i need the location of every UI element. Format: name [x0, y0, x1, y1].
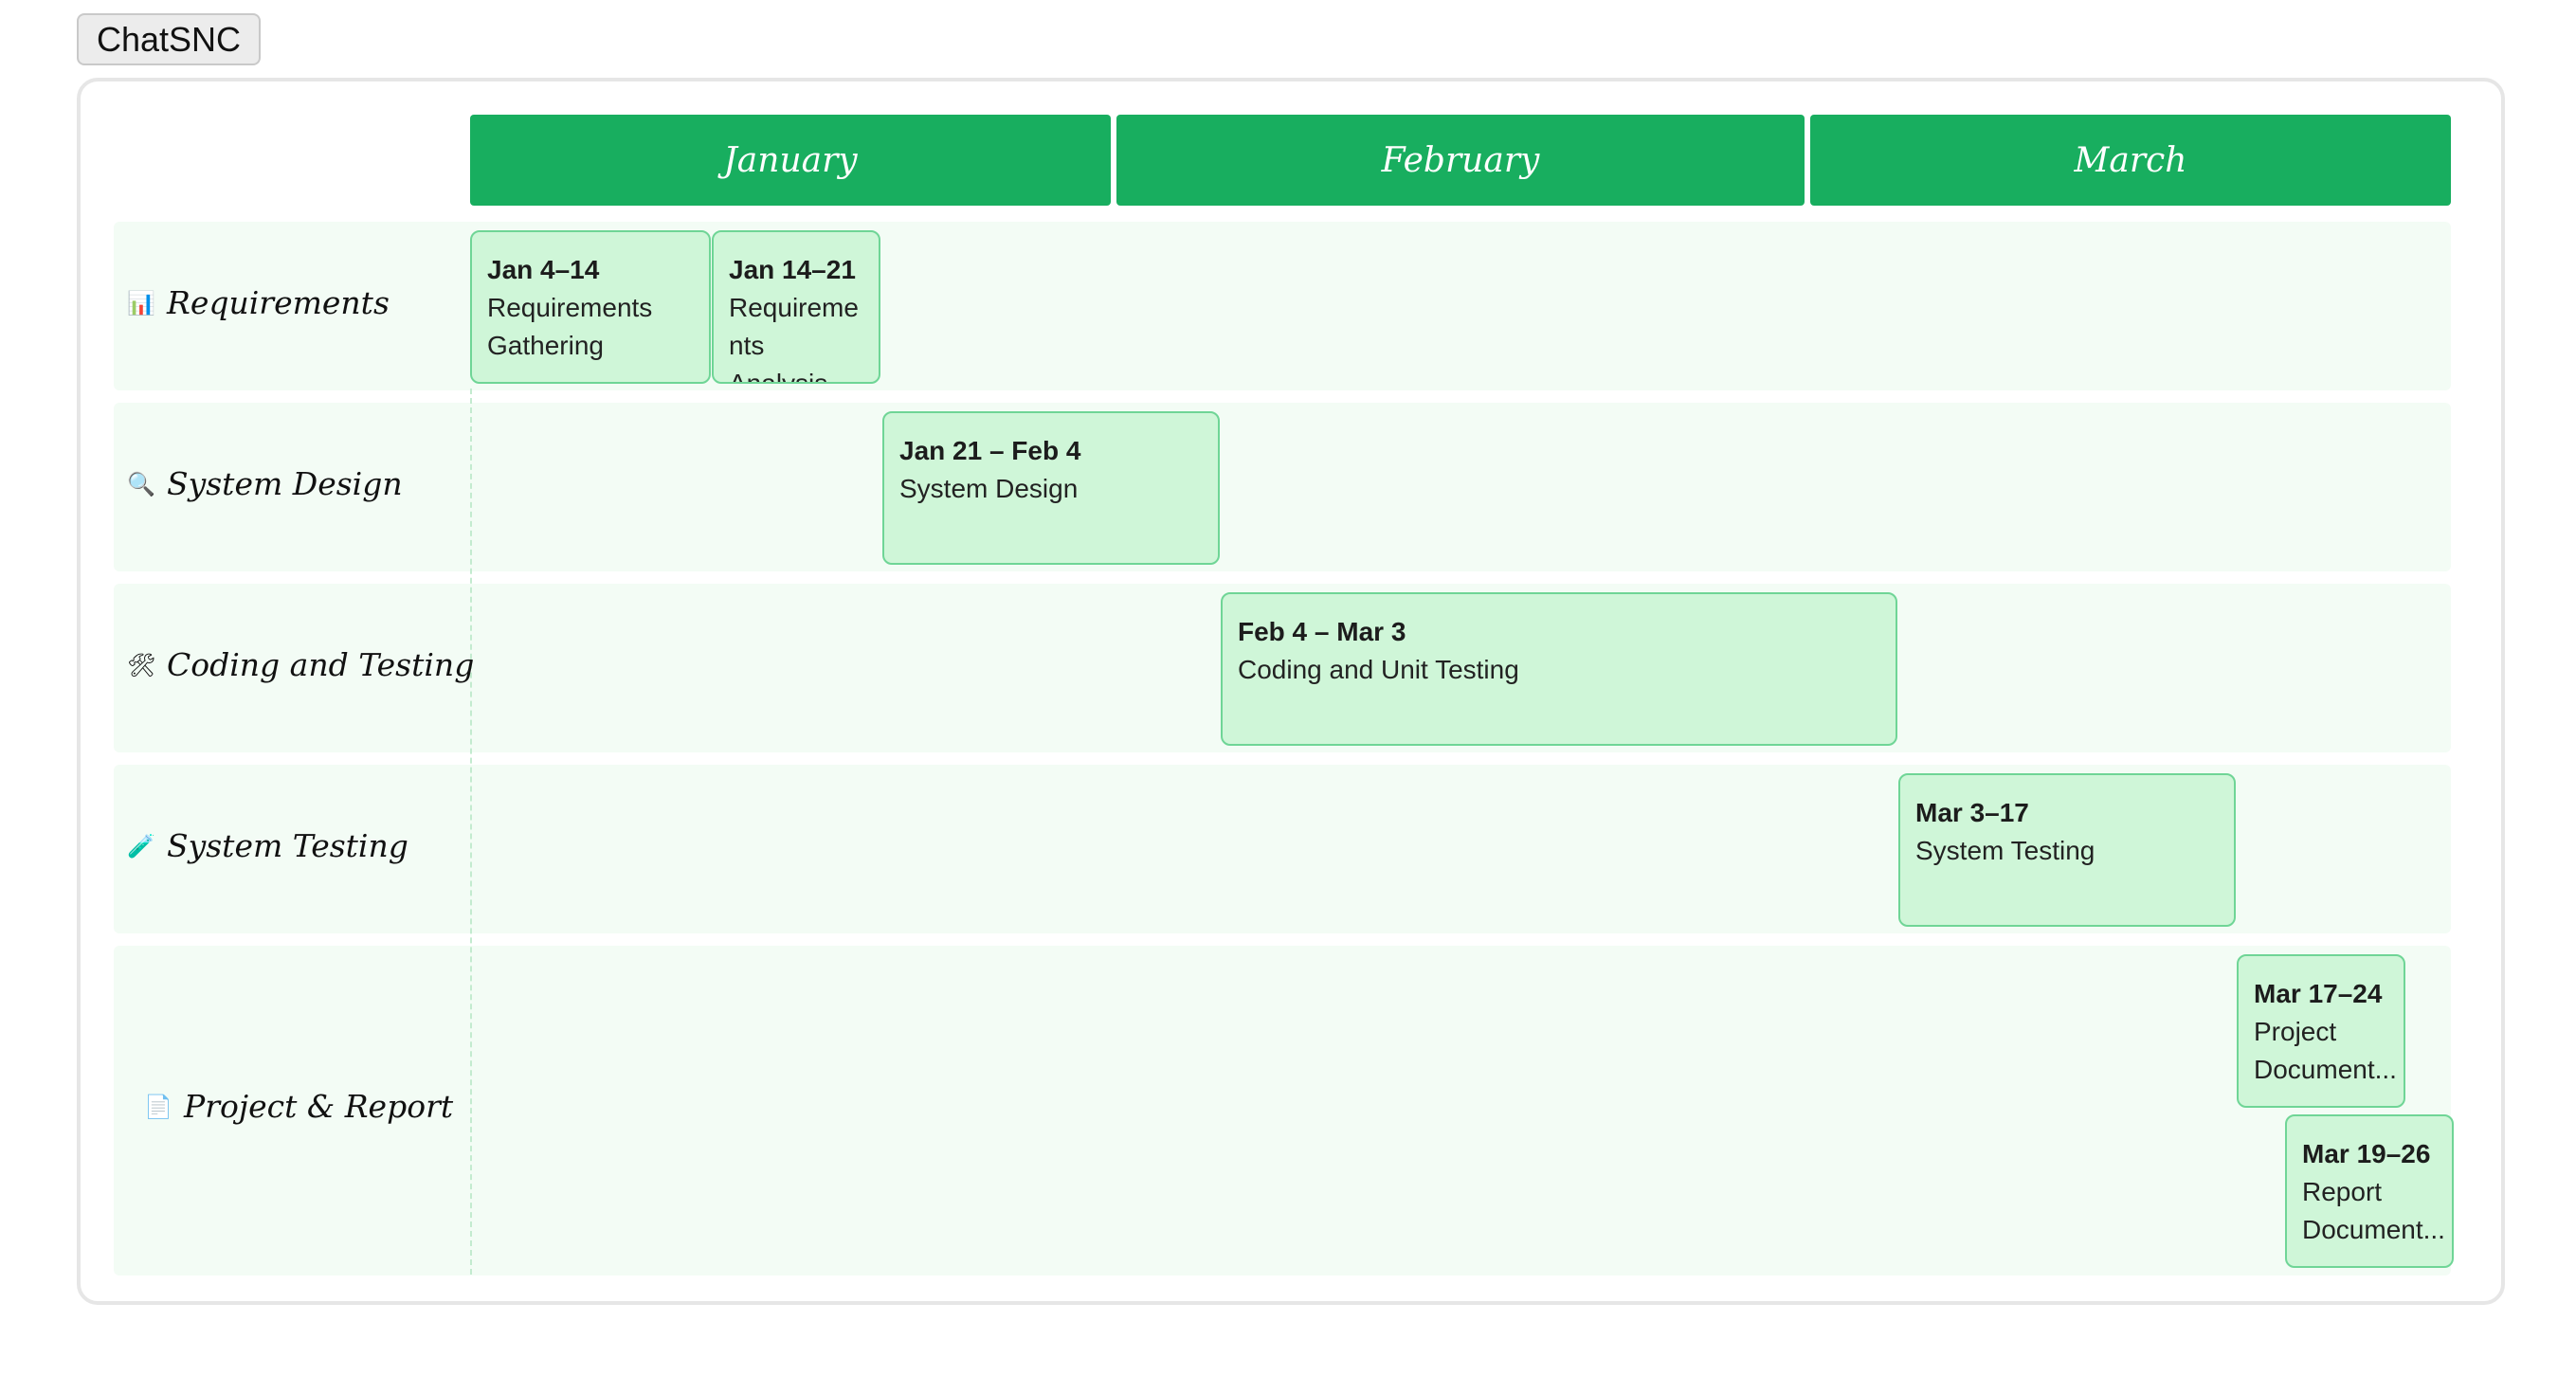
row-label-system-design: 🔍 System Design	[127, 465, 403, 502]
task-date: Feb 4 – Mar 3	[1238, 617, 1406, 646]
task-system-design[interactable]: Jan 21 – Feb 4 System Design	[882, 411, 1220, 565]
task-coding-unit-testing[interactable]: Feb 4 – Mar 3 Coding and Unit Testing	[1221, 592, 1897, 746]
chatsnc-button[interactable]: ChatSNC	[77, 13, 261, 65]
task-requirements-analysis[interactable]: Jan 14–21 Requireme nts Analysis	[712, 230, 880, 384]
row-label-text: System Design	[167, 465, 403, 502]
row-label-coding-testing: 🛠 Coding and Testing	[127, 646, 474, 683]
row-label-system-testing: 🧪 System Testing	[127, 827, 408, 864]
task-system-testing[interactable]: Mar 3–17 System Testing	[1898, 773, 2236, 927]
month-header-january: January	[470, 115, 1111, 206]
row-label-text: Coding and Testing	[167, 646, 475, 683]
row-label-text: Project & Report	[184, 1088, 454, 1125]
row-label-text: Requirements	[167, 284, 390, 321]
row-label-text: System Testing	[167, 827, 408, 864]
magnifier-icon: 🔍	[127, 470, 155, 498]
task-name: Requireme nts Analysis	[729, 293, 859, 384]
task-project-documentation[interactable]: Mar 17–24 Project Document...	[2237, 954, 2405, 1108]
row-label-requirements: 📊 Requirements	[127, 284, 390, 321]
row-project-report	[114, 946, 2451, 1275]
task-date: Mar 3–17	[1915, 798, 2029, 827]
timeline-start-line	[470, 389, 472, 1275]
task-name: Requirements Gathering	[487, 293, 653, 360]
month-header-february: February	[1116, 115, 1805, 206]
tools-icon: 🛠	[127, 651, 156, 678]
row-requirements	[114, 222, 2451, 390]
task-date: Jan 21 – Feb 4	[899, 436, 1081, 465]
row-system-design	[114, 403, 2451, 571]
task-name: Project Document...	[2254, 1017, 2397, 1084]
task-date: Mar 19–26	[2302, 1139, 2431, 1168]
bar-chart-icon: 📊	[127, 289, 155, 317]
task-name: System Design	[899, 474, 1079, 503]
task-report-documentation[interactable]: Mar 19–26 Report Document...	[2285, 1114, 2454, 1268]
test-tube-icon: 🧪	[127, 832, 155, 859]
task-requirements-gathering[interactable]: Jan 4–14 Requirements Gathering	[470, 230, 711, 384]
task-date: Mar 17–24	[2254, 979, 2383, 1008]
task-date: Jan 4–14	[487, 255, 600, 284]
task-date: Jan 14–21	[729, 255, 856, 284]
month-header-march: March	[1810, 115, 2451, 206]
document-icon: 📄	[144, 1093, 172, 1120]
task-name: Report Document...	[2302, 1177, 2445, 1244]
task-name: Coding and Unit Testing	[1238, 655, 1519, 684]
task-name: System Testing	[1915, 836, 2095, 865]
row-label-project-report: 📄 Project & Report	[144, 1088, 453, 1125]
